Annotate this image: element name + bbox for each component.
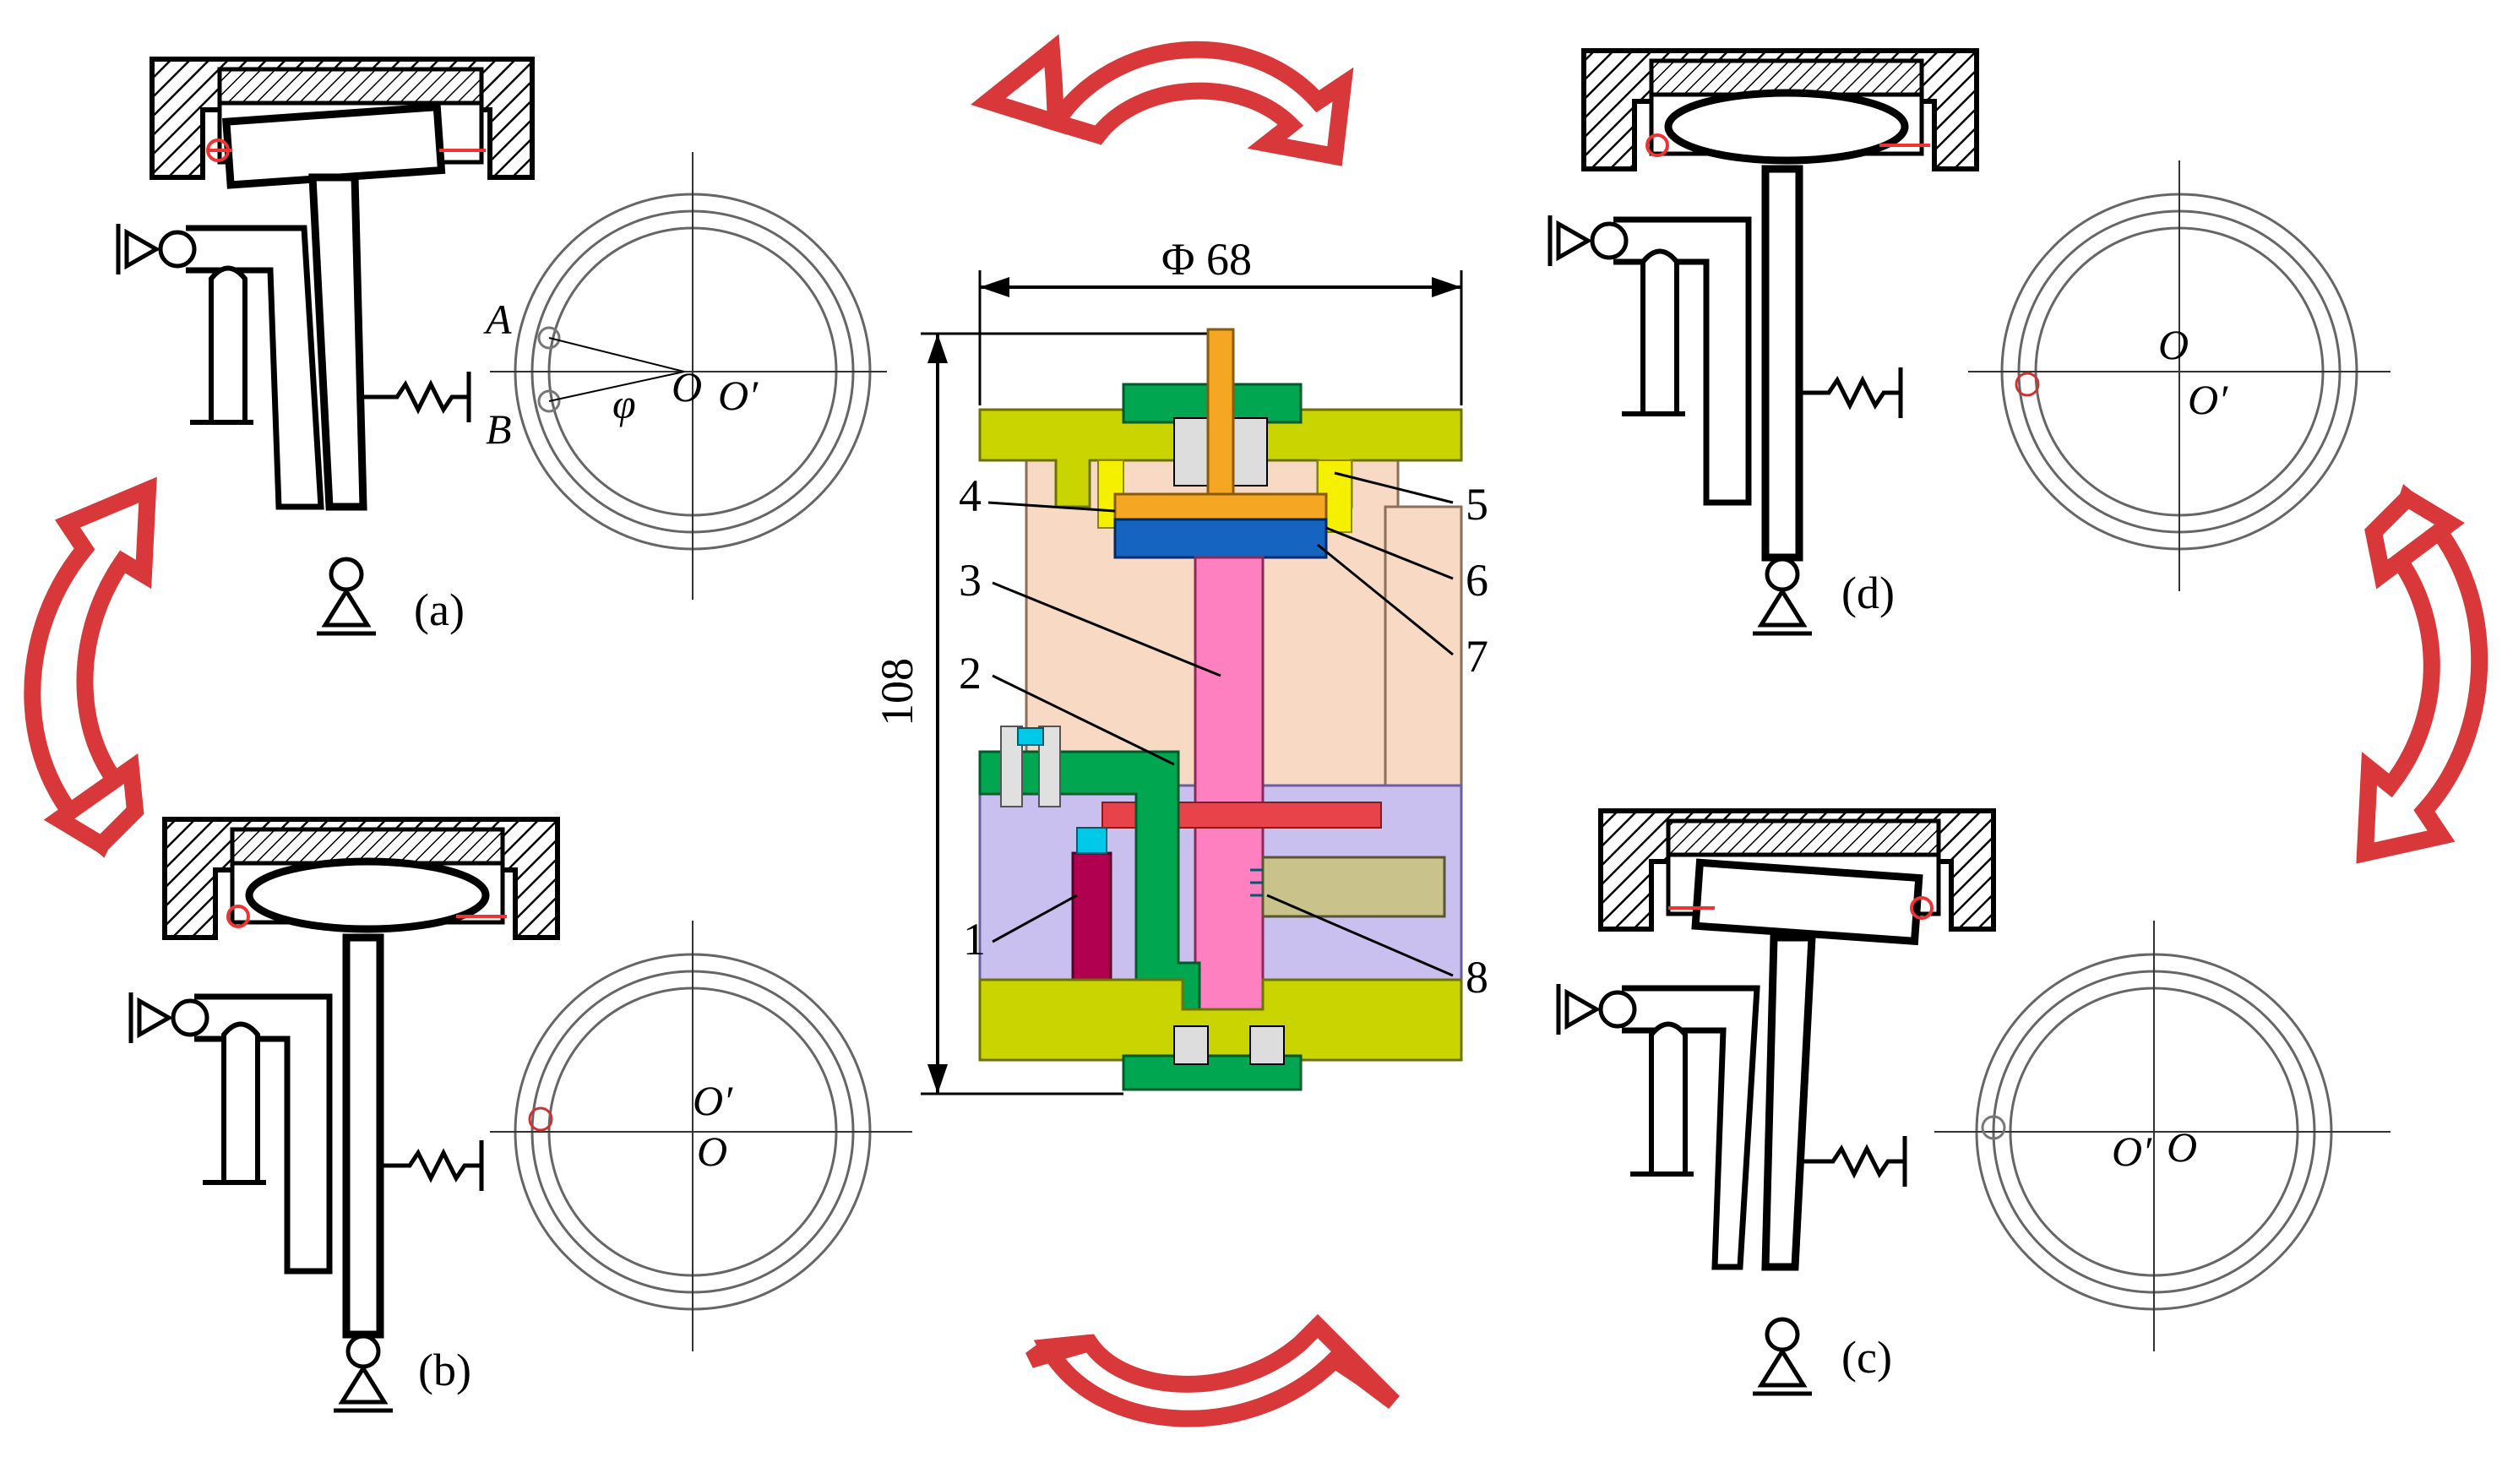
- part-label-5: 5: [1466, 479, 1488, 530]
- panel-d: (d) O O′: [1547, 48, 2390, 636]
- part-label-2: 2: [959, 648, 982, 699]
- point-b-label: B: [486, 405, 512, 453]
- cam-diagram-a: A B φ O O′: [483, 152, 887, 600]
- part-label-6: 6: [1466, 555, 1488, 606]
- angle-phi-label: φ: [612, 380, 636, 427]
- center-o-b: O: [697, 1128, 727, 1175]
- point-a-label: A: [483, 296, 512, 343]
- plunger-8: [1261, 856, 1446, 918]
- center-cross-section: Φ 68 108: [872, 234, 1488, 1095]
- part-label-3: 3: [959, 555, 982, 606]
- part-4-plate: [1113, 492, 1328, 521]
- panel-c-label: (c): [1841, 1332, 1892, 1383]
- center-o-prime-a: O′: [718, 372, 759, 419]
- panel-b: (b) O′ O: [128, 817, 912, 1413]
- center-o-prime-b: O′: [693, 1077, 733, 1124]
- panel-d-label: (d): [1841, 568, 1895, 618]
- tilted-plate-a: [222, 102, 446, 189]
- center-o-prime-c: O′: [2112, 1128, 2152, 1175]
- center-o-d: O: [2158, 321, 2189, 368]
- part-label-1: 1: [963, 914, 986, 965]
- cam-diagram-d: O O′: [1968, 160, 2390, 591]
- cam-diagram-c: O′ O: [1934, 921, 2390, 1351]
- disc-7: [1113, 518, 1328, 559]
- top-rotation-arrow: [971, 34, 1354, 166]
- panel-a: (a) A B φ O O′: [116, 57, 887, 636]
- part-label-8: 8: [1466, 952, 1488, 1003]
- top-shaft: [1206, 328, 1235, 500]
- left-rotation-arrow: [24, 476, 157, 858]
- part-label-7: 7: [1466, 631, 1488, 682]
- height-dimension: 108: [872, 658, 922, 726]
- actuator-1: [1071, 851, 1112, 1003]
- bottom-rotation-arrow: [1025, 1313, 1401, 1427]
- panel-b-label: (b): [418, 1345, 471, 1395]
- part-label-4: 4: [959, 470, 982, 521]
- center-o-a: O: [672, 363, 702, 410]
- panel-a-label: (a): [414, 584, 465, 635]
- width-dimension: Φ 68: [1161, 234, 1252, 285]
- right-rotation-arrow: [2356, 484, 2488, 864]
- center-o-c: O: [2167, 1123, 2197, 1171]
- cam-diagram-b: O′ O: [490, 921, 912, 1351]
- tilted-plate-c: [1691, 858, 1923, 946]
- panel-c: (c) O′ O: [1556, 808, 2390, 1396]
- center-o-prime-d: O′: [2188, 376, 2228, 423]
